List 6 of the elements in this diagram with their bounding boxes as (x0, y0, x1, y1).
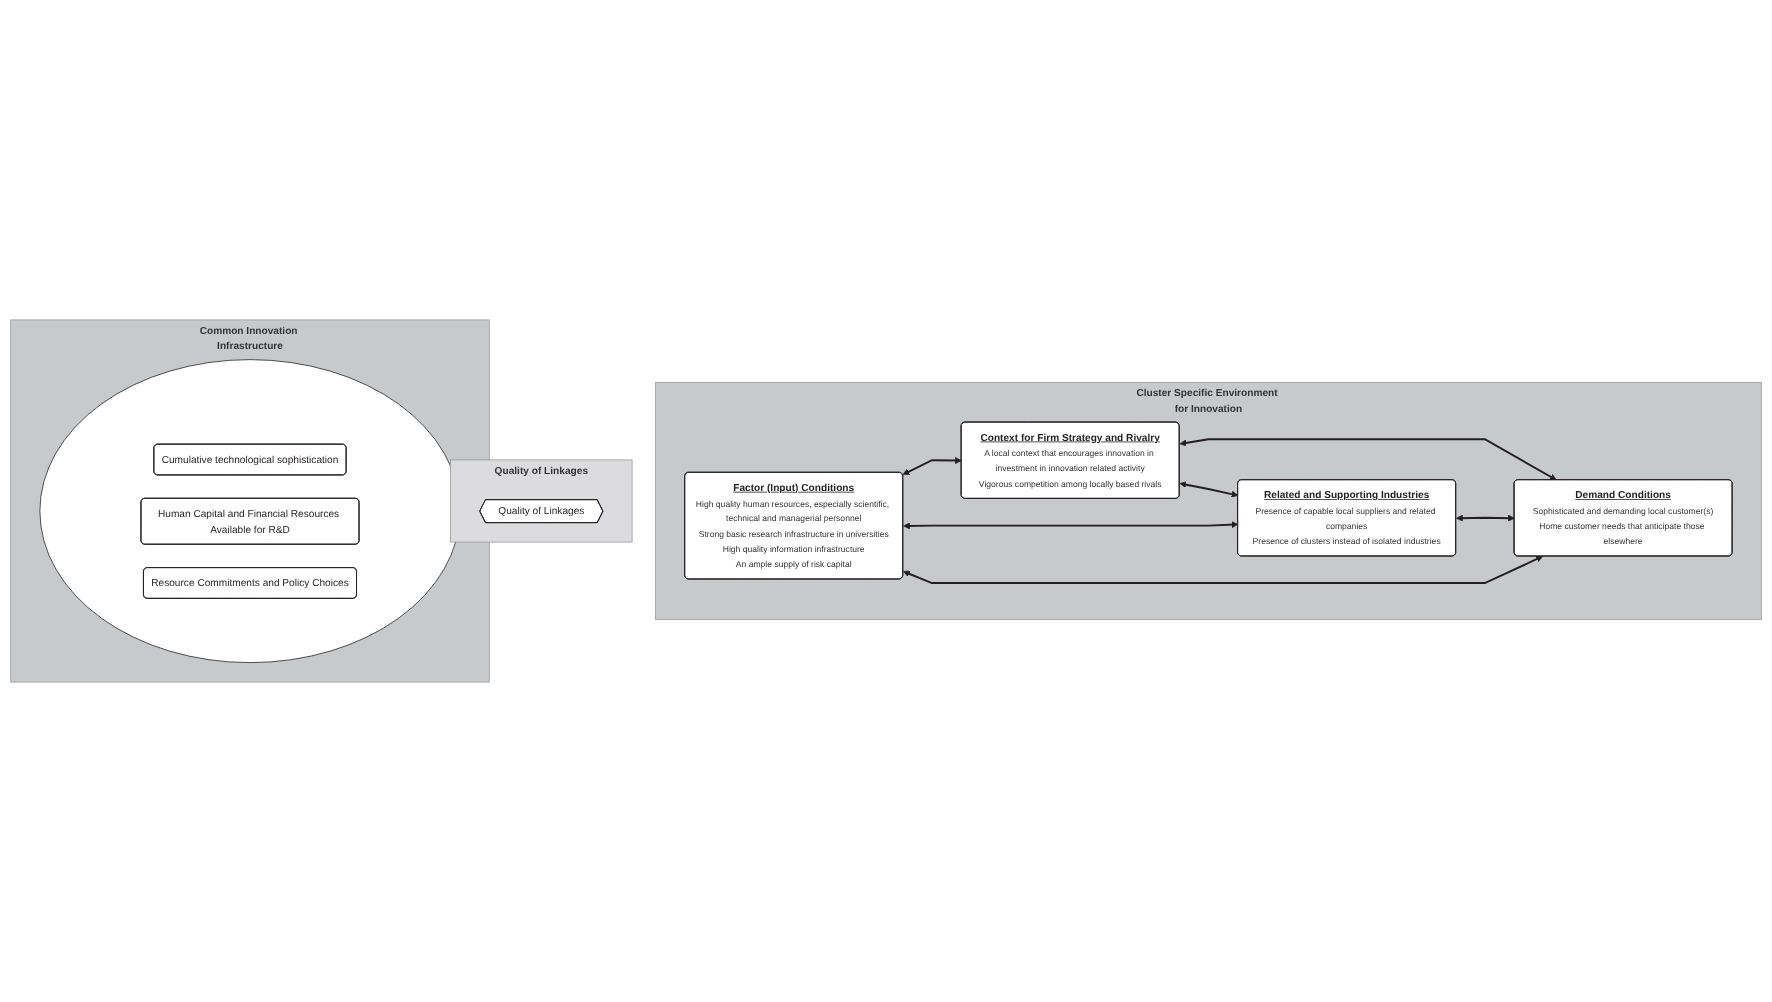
arrow (1456, 514, 1515, 522)
arrow (903, 521, 1239, 530)
arrow (1179, 481, 1239, 498)
arrow (902, 457, 962, 475)
arrow (903, 555, 1543, 585)
arrow (1179, 438, 1557, 481)
